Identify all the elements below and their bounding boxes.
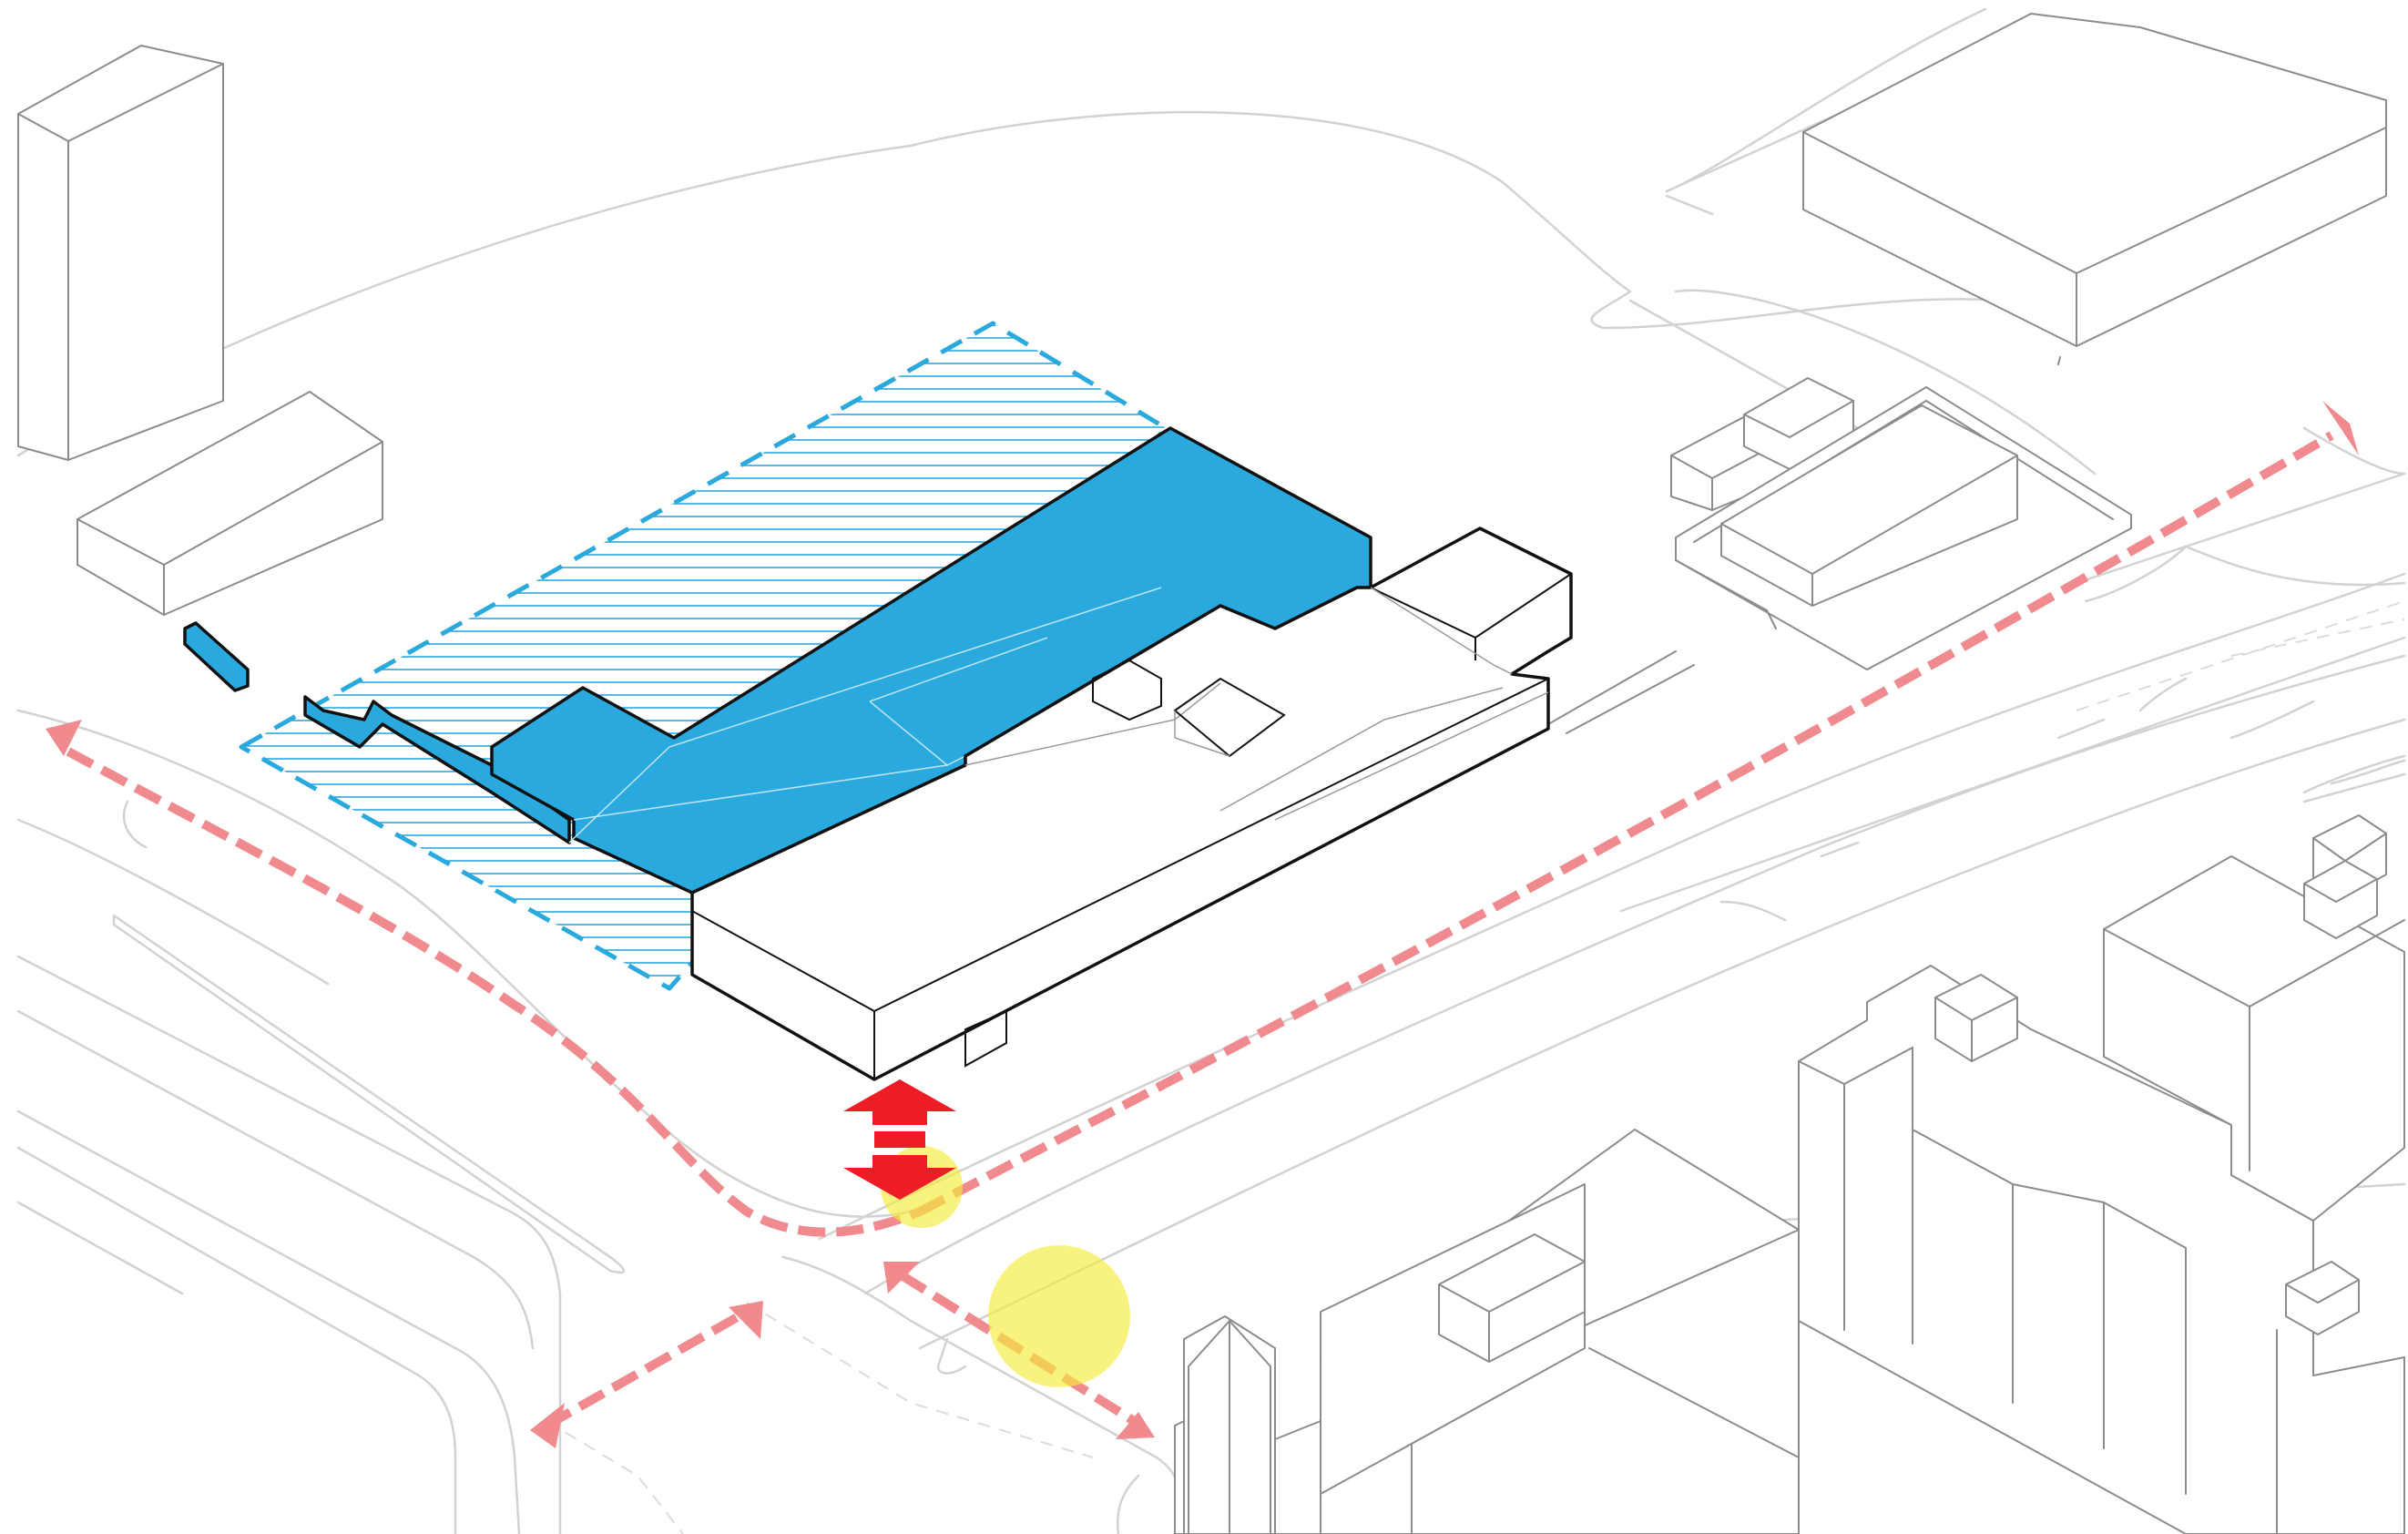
route-southwest xyxy=(546,1312,747,1426)
tower-northwest xyxy=(18,46,223,460)
arrowhead-west xyxy=(46,720,82,756)
node-highlight-large xyxy=(988,1245,1130,1387)
arrowhead-northeast xyxy=(2322,401,2359,455)
block-northeast xyxy=(1803,14,2386,364)
arrowhead-south-small xyxy=(883,1262,920,1294)
entry-arrow-up xyxy=(843,1079,956,1125)
cluster-east xyxy=(1548,378,2131,733)
blue-small-fragment xyxy=(185,623,248,690)
entry-arrow-bar xyxy=(874,1131,925,1148)
block-southeast-2 xyxy=(1799,815,2404,1534)
arrowhead-southeast xyxy=(1116,1412,1155,1439)
